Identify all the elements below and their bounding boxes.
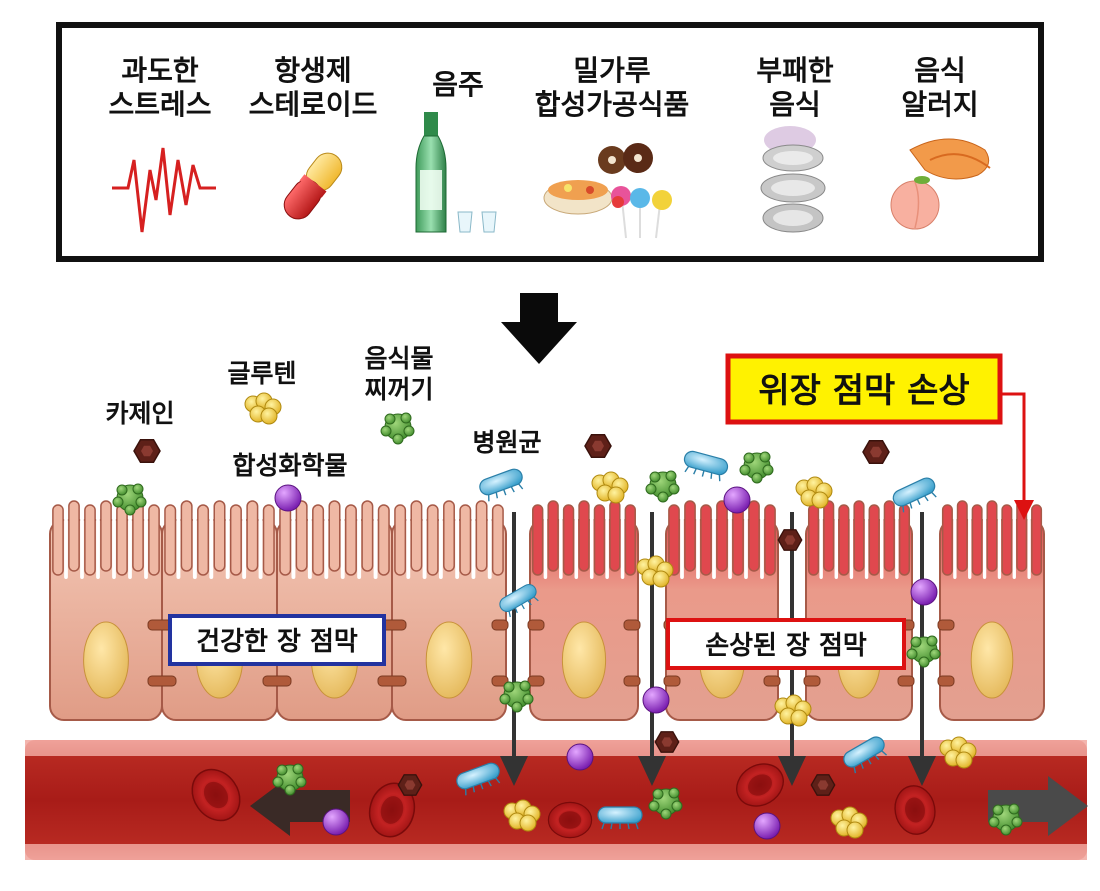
cause-label-line1: 밀가루	[573, 54, 650, 87]
gluten-particle	[244, 392, 282, 425]
damage-title-box	[725, 353, 1003, 425]
synthetic-chemical-particle	[322, 808, 350, 836]
tight-junction	[262, 675, 292, 687]
cause-label-line1: 음주	[432, 68, 484, 101]
leak-arrow-icon	[908, 512, 936, 786]
casein-particle	[133, 438, 161, 464]
cause-label-line2: 합성가공식품	[535, 88, 690, 121]
pathogen-particle	[476, 466, 528, 504]
food-residue-label-line1: 음식물	[364, 344, 433, 373]
casein-particle	[397, 774, 423, 796]
cause-processed-food: 밀가루 합성가공식품	[535, 54, 690, 239]
cause-label-line1: 항생제	[274, 54, 351, 87]
pathogen-particle	[889, 474, 941, 515]
food-residue-particle	[380, 412, 415, 445]
synthetic-chemical-label: 합성화학물	[232, 451, 347, 480]
food-residue-label-line2: 찌꺼기	[364, 375, 433, 404]
synthetic-chemical-particle	[723, 486, 751, 514]
broken-tight-junction	[937, 619, 955, 631]
cause-label-line2: 음식	[769, 88, 821, 121]
stress-pulse-icon	[112, 147, 216, 233]
broken-tight-junction	[803, 675, 821, 687]
broken-tight-junction	[527, 675, 545, 687]
synthetic-chemical-particle	[753, 812, 781, 840]
pathogen-label: 병원균	[472, 428, 541, 457]
cause-label-line2: 알러지	[901, 88, 978, 121]
damaged-epithelial-cell	[939, 500, 1045, 721]
casein-particle	[777, 529, 803, 551]
broken-tight-junction	[663, 675, 681, 687]
synthetic-chemical-particle	[274, 484, 302, 512]
synthetic-chemical-particle	[642, 686, 670, 714]
casein-particle	[654, 731, 680, 753]
pathogen-particle	[680, 448, 731, 483]
healthy-label: 건강한 장 점막	[196, 627, 358, 657]
leak-arrow-icon	[638, 512, 666, 786]
healthy-epithelial-cell	[276, 500, 393, 721]
tight-junction	[377, 675, 407, 687]
processed-food-icon	[543, 143, 672, 239]
healthy-epithelial-cell	[391, 500, 507, 721]
damaged-epithelial-cell	[805, 500, 913, 721]
damage-pointer-head-icon	[1014, 500, 1034, 520]
shrimp-peach-allergy-icon	[890, 138, 991, 230]
healthy-epithelial-cell	[161, 500, 278, 721]
soju-bottle-icon	[415, 112, 497, 233]
synthetic-chemical-particle	[566, 743, 594, 771]
casein-particle	[584, 433, 612, 459]
broken-tight-junction	[623, 619, 641, 631]
leak-arrow-icon	[500, 512, 528, 786]
broken-tight-junction	[491, 675, 509, 687]
healthy-label-box	[168, 614, 386, 666]
synthetic-chemical-particle	[910, 578, 938, 606]
cause-alcohol: 음주	[415, 68, 497, 233]
healthy-epithelial-cell	[49, 500, 163, 721]
capsule-pill-icon	[283, 152, 343, 220]
broken-tight-junction	[491, 619, 509, 631]
cause-spoiled-food: 부패한 음식	[756, 54, 834, 233]
cause-label-line1: 음식	[914, 54, 966, 87]
damage-title: 위장 점막 손상	[758, 371, 969, 411]
broken-tight-junction	[937, 675, 955, 687]
causes-box	[56, 22, 1044, 262]
cause-label-line1: 부패한	[756, 54, 834, 87]
casein-particle	[862, 439, 890, 465]
broken-tight-junction	[897, 675, 915, 687]
food-residue-particle	[645, 470, 680, 503]
damaged-epithelial-cell	[529, 500, 639, 721]
broken-tight-junction	[527, 619, 545, 631]
spoiled-oyster-icon	[760, 126, 826, 233]
food-residue-particle	[739, 451, 774, 484]
casein-label: 카제인	[105, 399, 174, 428]
casein-particle	[810, 774, 836, 796]
damaged-label-box	[666, 618, 906, 670]
cause-label-line1: 과도한	[121, 54, 199, 87]
damaged-label: 손상된 장 점막	[705, 631, 867, 661]
down-arrow-icon	[501, 293, 577, 364]
red-blood-cell	[547, 801, 593, 839]
broken-tight-junction	[763, 675, 781, 687]
cause-stress: 과도한 스트레스	[108, 54, 216, 233]
broken-tight-junction	[623, 675, 641, 687]
gluten-particle	[591, 471, 629, 504]
cause-food-allergy: 음식 알러지	[890, 54, 991, 230]
gluten-particle	[795, 476, 833, 509]
damaged-epithelial-cell	[665, 500, 779, 721]
cause-antibiotics: 항생제 스테로이드	[249, 54, 378, 220]
damage-pointer-arrow	[1000, 392, 1026, 505]
intestinal-lining	[49, 500, 1045, 721]
tight-junction	[147, 675, 177, 687]
cause-label-line2: 스트레스	[108, 88, 211, 121]
cause-label-line2: 스테로이드	[249, 88, 378, 121]
gluten-label: 글루텐	[227, 359, 296, 388]
